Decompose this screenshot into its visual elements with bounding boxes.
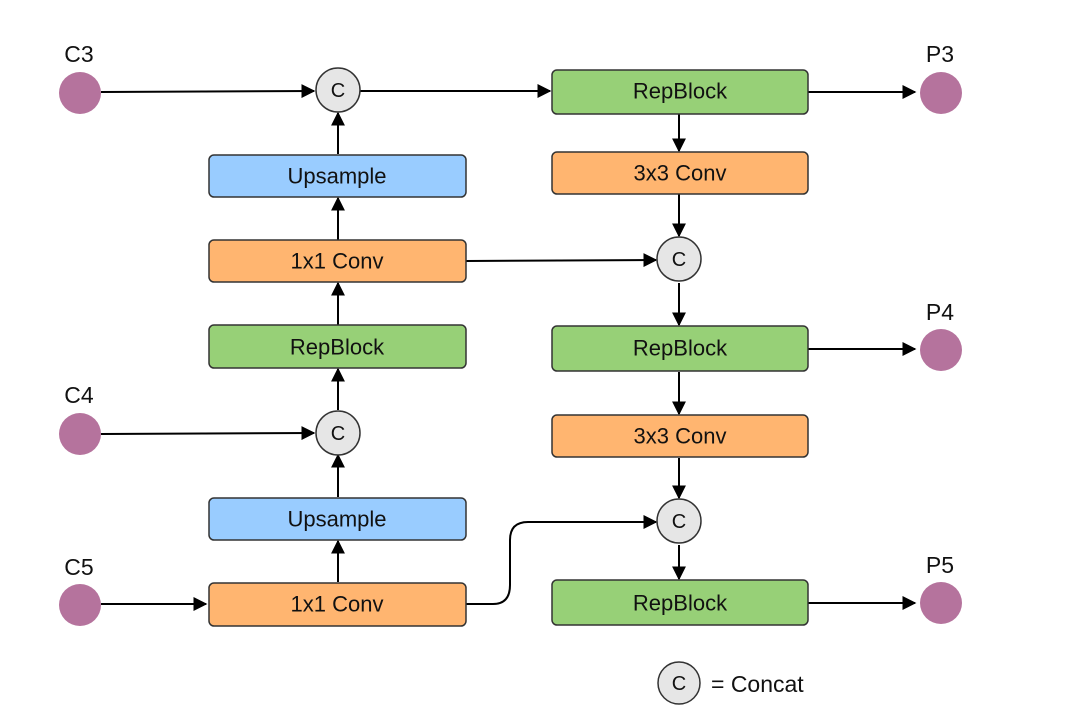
repblock-left-block: RepBlock bbox=[208, 324, 467, 369]
conv1x1-top-label: 1x1 Conv bbox=[291, 249, 384, 274]
concat-top-left-symbol: C bbox=[331, 80, 345, 102]
concat-mid-right-symbol: C bbox=[672, 249, 686, 271]
input-c3-label: C3 bbox=[64, 41, 93, 67]
conv1x1-top-block: 1x1 Conv bbox=[208, 239, 467, 283]
concat-mid-right-circle bbox=[656, 236, 702, 282]
concat-mid-right: C bbox=[656, 236, 702, 282]
edges bbox=[100, 84, 917, 611]
legend: C = Concat bbox=[657, 661, 804, 705]
repblock-left-rect bbox=[208, 324, 467, 369]
repblock-p3-rect bbox=[551, 69, 809, 115]
edge-c4-to-concat bbox=[100, 426, 316, 441]
concat-bottom-right: C bbox=[656, 498, 702, 544]
conv1x1-bottom-label: 1x1 Conv bbox=[291, 592, 384, 617]
input-c5: C5 bbox=[59, 554, 101, 626]
legend-concat-symbol: C bbox=[672, 673, 686, 695]
input-c5-label: C5 bbox=[64, 554, 93, 580]
input-c4-node bbox=[59, 413, 101, 455]
output-p4: P4 bbox=[920, 299, 962, 371]
concat-top-left-circle bbox=[315, 67, 361, 113]
output-p3: P3 bbox=[920, 41, 962, 114]
output-p4-label: P4 bbox=[926, 299, 954, 325]
upsample-top-rect bbox=[208, 154, 467, 198]
upsample-top-label: Upsample bbox=[287, 164, 386, 189]
concat-mid-left-symbol: C bbox=[331, 423, 345, 445]
legend-concat-circle bbox=[657, 661, 701, 705]
output-p3-node bbox=[920, 72, 962, 114]
output-p4-node bbox=[920, 329, 962, 371]
repblock-p4-block: RepBlock bbox=[551, 325, 809, 372]
conv1x1-bottom-block: 1x1 Conv bbox=[208, 582, 467, 627]
edge-conv1x1-bottom-to-concat-right bbox=[466, 515, 658, 605]
output-p5-node bbox=[920, 582, 962, 624]
conv3x3-top-rect bbox=[551, 151, 809, 195]
edge-conv1x1-top-to-concat-right bbox=[465, 253, 658, 268]
output-p5-label: P5 bbox=[926, 552, 954, 578]
upsample-top-block: Upsample bbox=[208, 154, 467, 198]
repblock-p4-label: RepBlock bbox=[633, 336, 728, 361]
repblock-p3-label: RepBlock bbox=[633, 79, 728, 104]
input-c4-label: C4 bbox=[64, 382, 94, 408]
repblock-left-label: RepBlock bbox=[290, 335, 385, 360]
concat-mid-left: C bbox=[315, 410, 361, 456]
conv3x3-bottom-label: 3x3 Conv bbox=[634, 424, 727, 449]
upsample-bottom-block: Upsample bbox=[208, 497, 467, 541]
repblock-p5-rect bbox=[551, 579, 809, 626]
conv3x3-bottom-block: 3x3 Conv bbox=[551, 414, 809, 458]
repblock-p5-block: RepBlock bbox=[551, 579, 809, 626]
input-c5-node bbox=[59, 584, 101, 626]
repblock-p5-label: RepBlock bbox=[633, 591, 728, 616]
output-p5: P5 bbox=[920, 552, 962, 624]
conv3x3-top-block: 3x3 Conv bbox=[551, 151, 809, 195]
conv3x3-bottom-rect bbox=[551, 414, 809, 458]
conv1x1-bottom-rect bbox=[208, 582, 467, 627]
concat-bottom-right-circle bbox=[656, 498, 702, 544]
upsample-bottom-rect bbox=[208, 497, 467, 541]
repblock-p4-rect bbox=[551, 325, 809, 372]
input-c3-node bbox=[59, 72, 101, 114]
upsample-bottom-label: Upsample bbox=[287, 507, 386, 532]
input-c3: C3 bbox=[59, 41, 101, 114]
concat-top-left: C bbox=[315, 67, 361, 113]
conv3x3-top-label: 3x3 Conv bbox=[634, 161, 727, 186]
output-p3-label: P3 bbox=[926, 41, 954, 67]
concat-mid-left-circle bbox=[315, 410, 361, 456]
input-c4: C4 bbox=[59, 382, 101, 455]
legend-concat-text: = Concat bbox=[711, 671, 804, 697]
edge-c3-to-concat bbox=[100, 84, 316, 99]
repblock-p3-block: RepBlock bbox=[551, 69, 809, 115]
conv1x1-top-rect bbox=[208, 239, 467, 283]
concat-bottom-right-symbol: C bbox=[672, 511, 686, 533]
